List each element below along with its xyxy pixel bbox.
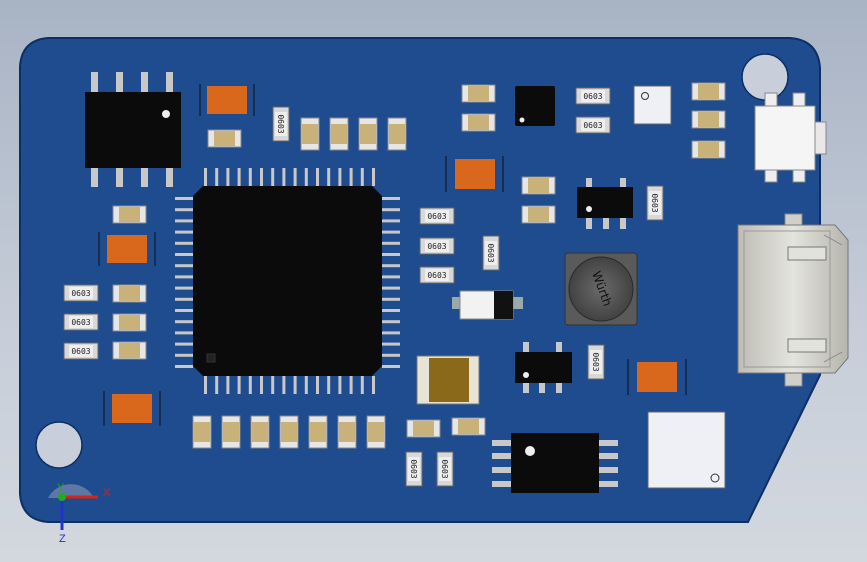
smd-passive [461,113,496,132]
smd-passive [329,117,349,151]
smd-passive [112,341,147,360]
orange-capacitor [103,391,161,426]
smd-passive [207,129,242,148]
usb-connector[interactable] [737,213,849,387]
coordinate-triad-icon: X Y Z [48,482,111,545]
svg-text:0603: 0603 [71,289,90,298]
resistor-0603: 0603 [419,266,455,284]
smd-passive [112,284,147,303]
resistor-0603: 0603 [63,342,99,360]
smd-passive [358,117,378,151]
sot23-chip-lower[interactable] [515,342,572,393]
resistor-0603: 0603 [63,284,99,302]
smd-passive [691,140,726,159]
resistor-0603: 0603 [272,106,290,142]
orange-capacitor [627,359,687,395]
white-sensor-small [633,85,672,125]
smd-passive [691,110,726,129]
resistor-0603: 0603 [587,344,605,380]
soic8-chip-bottom[interactable] [492,433,618,493]
smd-passive [192,415,212,449]
smd-passive [366,415,386,449]
white-sensor-large [647,411,726,489]
smd-passive [308,415,328,449]
smd-passive [221,415,241,449]
sot23-chip-upper[interactable] [577,178,633,229]
tantalum-capacitor [416,355,480,405]
svg-text:0603: 0603 [276,114,285,133]
svg-text:0603: 0603 [650,193,659,212]
svg-text:0603: 0603 [427,271,446,280]
svg-text:0603: 0603 [71,347,90,356]
svg-text:0603: 0603 [583,121,602,130]
svg-text:0603: 0603 [486,243,495,262]
resistor-0603: 0603 [63,313,99,331]
resistor-0603: 0603 [575,87,611,105]
resistor-0603: 0603 [575,116,611,134]
smd-passive [406,419,441,438]
svg-text:0603: 0603 [71,318,90,327]
svg-text:0603: 0603 [427,242,446,251]
resistor-0603: 0603 [482,235,500,271]
smd-passive [250,415,270,449]
axis-y-label: Y [57,482,65,494]
diode [452,290,523,320]
svg-text:0603: 0603 [591,352,600,371]
smd-passive [521,176,556,195]
smd-passive [300,117,320,151]
small-qfn-chip[interactable] [515,86,555,126]
qfp-microcontroller[interactable] [175,168,400,394]
orange-capacitor [199,84,255,116]
smd-passive [461,84,496,103]
resistor-0603: 0603 [419,237,455,255]
smd-passive [112,313,147,332]
mounting-hole-bottom-left [35,421,83,469]
resistor-0603: 0603 [405,451,423,487]
svg-text:0603: 0603 [583,92,602,101]
smd-passive [112,205,147,224]
smd-passive [279,415,299,449]
soic8-chip-top-left[interactable] [85,72,181,187]
smd-passive [521,205,556,224]
smd-passive [387,117,407,151]
svg-text:0603: 0603 [409,459,418,478]
resistor-0603: 0603 [419,207,455,225]
side-switch[interactable] [754,92,827,183]
axis-z-label: Z [59,533,66,545]
smd-passive [337,415,357,449]
svg-text:0603: 0603 [440,459,449,478]
orange-capacitor [98,232,156,266]
axis-x-label: X [103,487,111,499]
orange-capacitor [445,156,504,192]
resistor-0603: 0603 [436,451,454,487]
smd-passive [691,82,726,101]
power-inductor[interactable]: Würth [564,252,638,326]
svg-text:0603: 0603 [427,212,446,221]
resistor-0603: 0603 [646,185,664,221]
smd-passive [451,417,486,436]
